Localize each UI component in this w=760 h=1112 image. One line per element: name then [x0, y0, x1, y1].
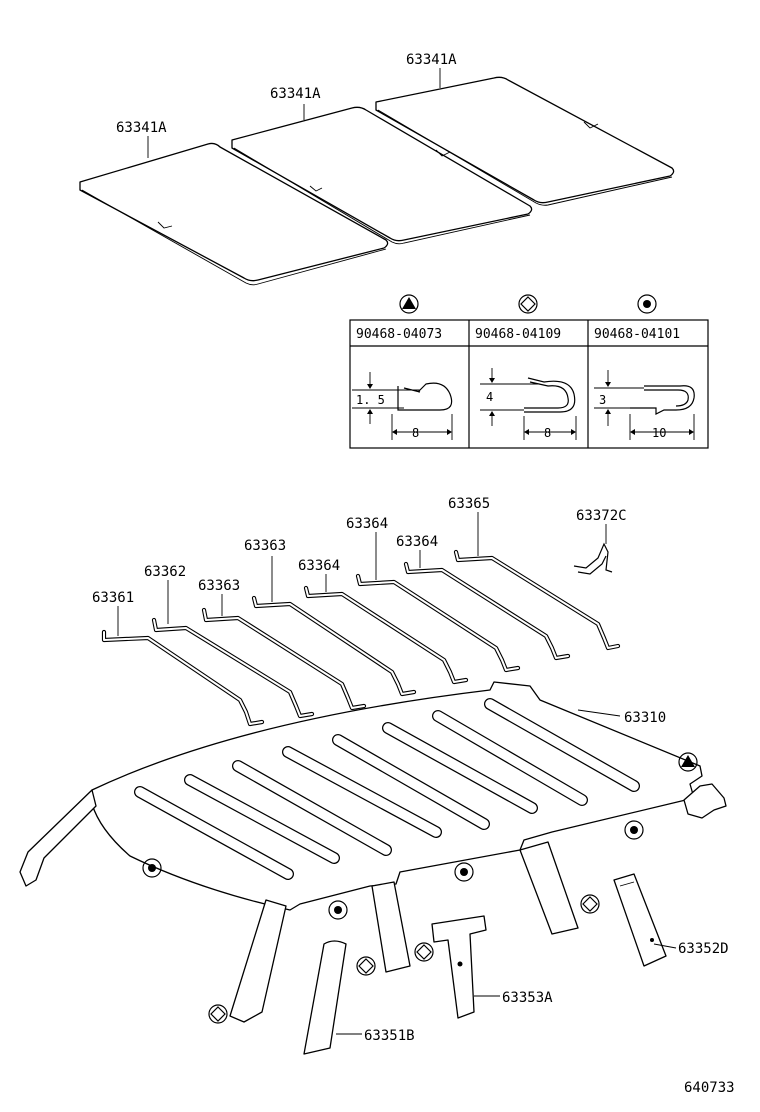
- support-wire-63364-c: [403, 561, 571, 661]
- label-support-wire: 63364: [346, 516, 388, 532]
- diamond-icon: [414, 942, 434, 962]
- label-support-wire: 63363: [244, 538, 286, 554]
- label-support-wire: 63363: [198, 578, 240, 594]
- clip-part-number: 90468-04101: [594, 327, 680, 342]
- clip-part-number: 90468-04073: [356, 327, 442, 342]
- clip-width-label: 8: [544, 426, 551, 440]
- label-garnish: 63353A: [502, 990, 553, 1006]
- triangle-icon: [678, 752, 698, 772]
- support-wires: [101, 542, 621, 727]
- support-wire-63364-a: [303, 585, 469, 685]
- label-support-wire: 63362: [144, 564, 186, 580]
- diamond-icon: [518, 294, 538, 314]
- dot-icon: [637, 294, 657, 314]
- triangle-icon: [399, 294, 419, 314]
- roof-mat-center: [231, 106, 533, 242]
- label-roof-mat: 63341A: [116, 120, 167, 136]
- garnish-63352d: [613, 873, 667, 967]
- label-clip: 63372C: [576, 508, 627, 524]
- clip-width-label: 10: [652, 426, 666, 440]
- label-headliner: 63310: [624, 710, 666, 726]
- clip-drawing-2: 4 8: [480, 368, 577, 440]
- dot-icon: [328, 900, 348, 920]
- dot-icon: [142, 858, 162, 878]
- clip-height-label: 1. 5: [356, 393, 385, 407]
- label-garnish: 63352D: [678, 941, 729, 957]
- label-support-wire: 63361: [92, 590, 134, 606]
- label-roof-mat: 63341A: [270, 86, 321, 102]
- label-support-wire: 63364: [298, 558, 340, 574]
- dot-icon: [624, 820, 644, 840]
- clip-width-label: 8: [412, 426, 419, 440]
- roof-mats: [79, 76, 675, 286]
- headliner-63310: [19, 681, 727, 1023]
- support-wire-63363-a: [201, 607, 367, 711]
- label-garnish: 63351B: [364, 1028, 415, 1044]
- dot-icon: [454, 862, 474, 882]
- clip-table: 90468-04073 90468-04109 90468-04101 1. 5…: [349, 294, 709, 449]
- clip-drawing-3: 3 10: [594, 370, 695, 440]
- diamond-icon: [356, 956, 376, 976]
- clip-drawing-1: 1. 5 8: [352, 372, 453, 440]
- support-wire-63362: [151, 617, 315, 719]
- clip-part-number: 90468-04109: [475, 327, 561, 342]
- support-wire-63363-b: [251, 595, 417, 697]
- clip-height-label: 3: [599, 393, 606, 407]
- clip-height-label: 4: [486, 390, 493, 404]
- label-support-wire: 63365: [448, 496, 490, 512]
- garnish-63351b: [303, 940, 347, 1055]
- label-support-wire: 63364: [396, 534, 438, 550]
- support-wire-63364-b: [355, 573, 521, 673]
- diamond-icon: [580, 894, 600, 914]
- diamond-icon: [208, 1004, 228, 1024]
- garnish-63353a: [431, 915, 487, 1019]
- roof-mat-right: [375, 76, 675, 204]
- headliner-ribs: [134, 698, 640, 880]
- figure-number: 640733: [684, 1080, 735, 1096]
- support-wire-63365: [453, 549, 621, 651]
- roof-mat-left: [79, 142, 389, 282]
- label-roof-mat: 63341A: [406, 52, 457, 68]
- clip-63372c: [573, 542, 613, 575]
- support-wire-63361: [101, 629, 265, 727]
